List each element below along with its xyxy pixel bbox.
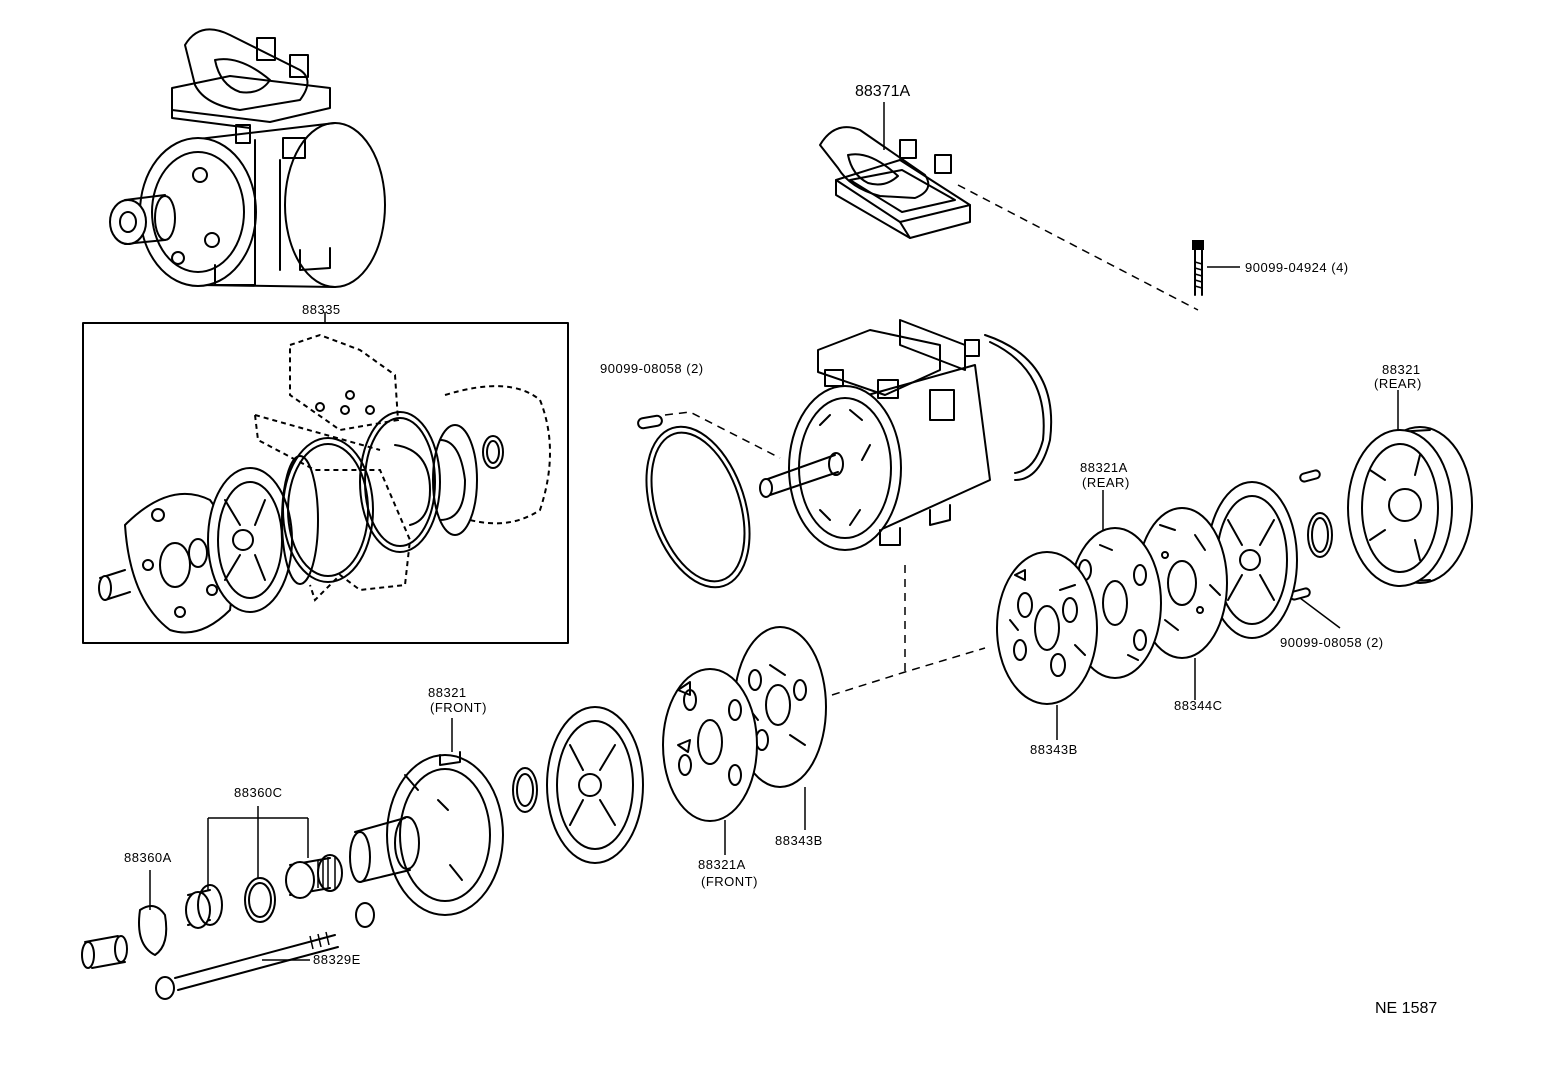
label-seal-c: 88360C (234, 785, 283, 800)
label-valve-front-sub: (FRONT) (701, 874, 758, 889)
suction-plate-icon (546, 706, 644, 864)
label-pin-top: 90099-08058 (2) (600, 361, 704, 376)
label-bracket-assy: 88371A (855, 83, 910, 100)
seal-icon (185, 806, 343, 929)
label-valve-front: 88321A (698, 857, 746, 872)
label-front-housing: 88321 (428, 685, 467, 700)
label-bolt: 90099-04924 (4) (1245, 260, 1349, 275)
front-housing-icon (349, 718, 504, 916)
gasket-kit-icon (98, 333, 551, 634)
label-gasket-b-right: 88343B (1030, 742, 1078, 757)
suction-plate-icon (1206, 481, 1298, 639)
compressor-assembly-icon (109, 28, 386, 288)
shaft-cylinder-icon (759, 319, 1053, 551)
gasket-plate-icon (996, 551, 1098, 740)
through-bolt-icon (155, 931, 339, 1000)
pin-dashed (664, 411, 781, 459)
label-rear-housing-sub: (REAR) (1374, 376, 1422, 391)
bolt-icon (1192, 240, 1240, 296)
label-seal-a: 88360A (124, 850, 172, 865)
label-pin-right: 90099-08058 (2) (1280, 635, 1384, 650)
shaft-cylinder-icon (81, 902, 375, 969)
seal-icon (1307, 512, 1333, 558)
bracket-icon (819, 102, 971, 239)
rear-housing-icon (1289, 390, 1473, 629)
label-valve-rear: 88321A (1080, 460, 1128, 475)
snap-ring-icon (138, 870, 168, 956)
label-gasket-c: 88344C (1174, 698, 1223, 713)
label-gasket-b-mid: 88343B (775, 833, 823, 848)
label-valve-rear-sub: (REAR) (1082, 475, 1130, 490)
seal-icon (512, 767, 538, 813)
o-ring-icon (637, 414, 751, 589)
valve-plate-icon (662, 668, 758, 855)
label-ref-code: NE 1587 (1375, 1000, 1437, 1017)
label-front-housing-sub: (FRONT) (430, 700, 487, 715)
label-kit: 88335 (302, 302, 341, 317)
label-rear-housing: 88321 (1382, 362, 1421, 377)
leader-dashed (957, 184, 1199, 311)
center-dashed (831, 565, 986, 696)
label-through-bolt: 88329E (313, 952, 361, 967)
